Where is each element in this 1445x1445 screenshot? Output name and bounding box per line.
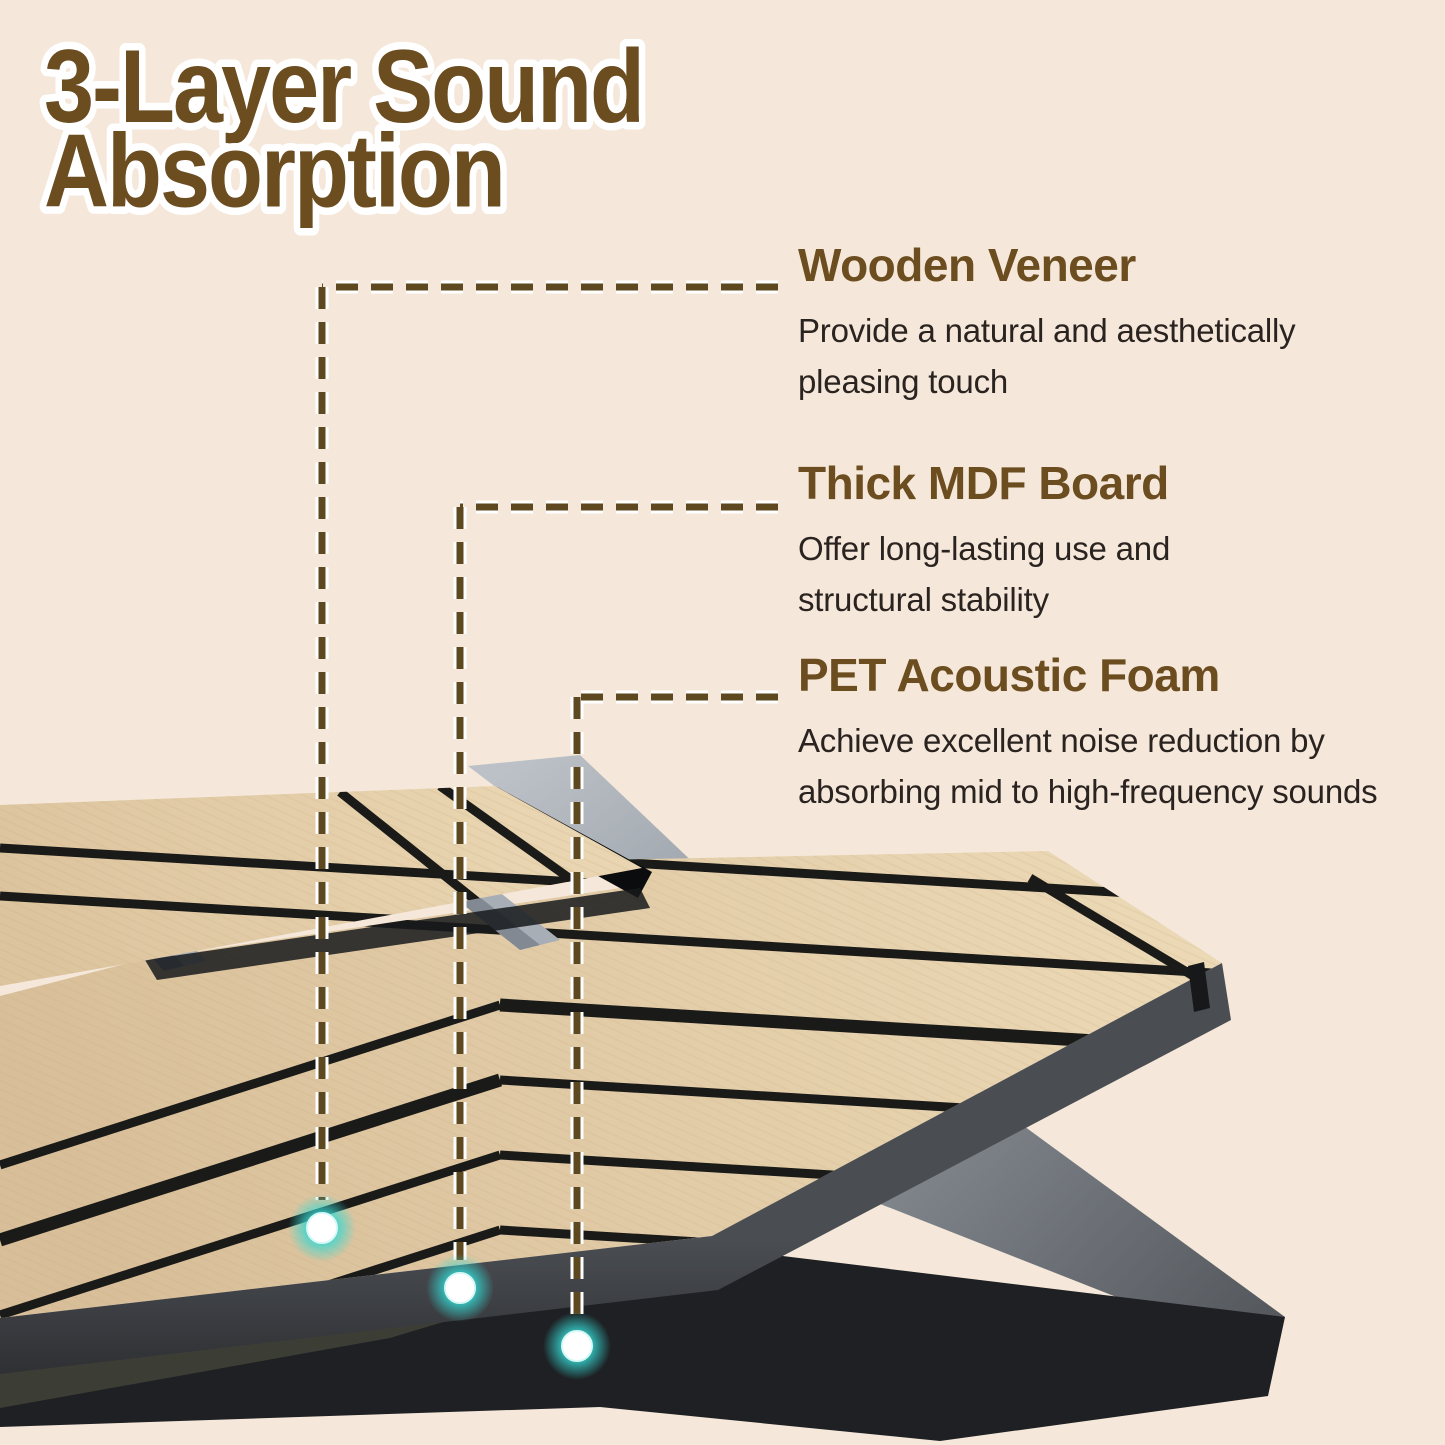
connector-lines <box>315 280 778 1318</box>
callout-heading: PET Acoustic Foam <box>798 649 1220 701</box>
page-title: 3-Layer Sound Absorption <box>37 21 652 236</box>
callout-mdf-board: Thick MDF Board Offer long-lasting use a… <box>798 458 1445 626</box>
glow-dot-wooden-veneer <box>288 1194 356 1262</box>
title-line-1: 3-Layer Sound <box>44 28 643 145</box>
mdf-edge-notch <box>1188 962 1210 1012</box>
glow-dot-pet-foam <box>543 1312 611 1380</box>
callout-pet-foam: PET Acoustic Foam Achieve excellent nois… <box>798 650 1445 818</box>
foam-top-back-surface <box>468 755 720 888</box>
callout-description: Achieve excellent noise reduction by abs… <box>798 715 1445 818</box>
callout-heading: Thick MDF Board <box>798 457 1169 509</box>
title-line-2: Absorption <box>44 112 504 229</box>
callout-heading: Wooden Veneer <box>798 239 1136 291</box>
mdf-edge <box>0 963 1231 1374</box>
callout-description: Provide a natural and aesthetically plea… <box>798 305 1445 408</box>
callout-description-line: Offer long-lasting use and <box>798 529 1171 567</box>
callout-description-line: structural stability <box>798 581 1049 619</box>
lifted-tile-bottom-shadow <box>145 888 650 980</box>
connector-line-mdf-board <box>453 500 778 1260</box>
callout-description-line: pleasing touch <box>798 363 1009 401</box>
callout-description: Offer long-lasting use and structural st… <box>798 523 1445 626</box>
callout-wooden-veneer: Wooden Veneer Provide a natural and aest… <box>798 240 1445 408</box>
connector-line-wooden-veneer <box>315 280 778 1200</box>
callout-description-line: absorbing mid to high-frequency sounds <box>798 773 1378 811</box>
callout-description-line: Achieve excellent noise reduction by <box>798 721 1325 759</box>
callout-description-line: Provide a natural and aesthetically <box>798 311 1296 349</box>
foam-front-edge <box>0 1246 1285 1441</box>
glow-dot-mdf-board <box>426 1254 494 1322</box>
